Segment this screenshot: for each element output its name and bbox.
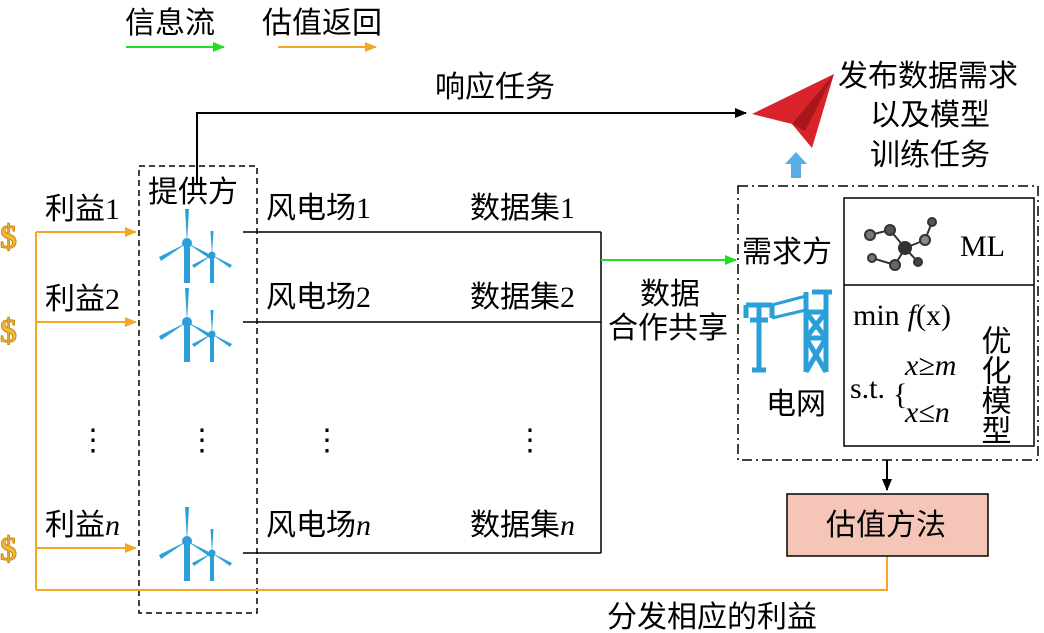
wind-turbine-icon-2 bbox=[159, 288, 232, 362]
dollar-icon-2: $ bbox=[0, 313, 17, 350]
ml-label: ML bbox=[960, 230, 1005, 263]
opt-constraint-1: x≥m bbox=[904, 349, 956, 382]
distribute-label: 分发相应的利益 bbox=[607, 600, 817, 633]
dataset-label-n: 数据集n bbox=[470, 508, 575, 543]
distribute-return-line bbox=[36, 556, 888, 591]
profit-label-1: 利益1 bbox=[45, 192, 120, 227]
dataset-label-1: 数据集1 bbox=[470, 191, 575, 226]
valuation-label: 估值方法 bbox=[826, 508, 946, 543]
sharing-label-line-1: 数据 bbox=[640, 277, 700, 312]
dollar-icon-1: $ bbox=[0, 219, 17, 256]
neural-network-icon bbox=[864, 217, 937, 271]
valuation-box bbox=[786, 493, 989, 557]
model-box bbox=[843, 197, 1035, 447]
up-arrow-icon bbox=[785, 152, 807, 178]
legend-info-flow-label: 信息流 bbox=[125, 6, 215, 41]
profit-label-n: 利益n bbox=[45, 508, 120, 543]
demand-label: 需求方 bbox=[742, 235, 832, 270]
ellipsis-dataset: ⋮ bbox=[515, 424, 545, 457]
wind-turbine-icon-1 bbox=[159, 209, 232, 283]
legend-value-return-label: 估值返回 bbox=[262, 6, 382, 41]
opt-st-label: s.t. bbox=[850, 372, 885, 405]
paper-plane-icon bbox=[752, 74, 834, 148]
opt-constraint-2: x≤n bbox=[904, 396, 950, 429]
publish-line-1: 发布数据需求 bbox=[838, 59, 1018, 94]
opt-brace: { bbox=[893, 378, 907, 411]
opt-model-vertical-label: 优化模型 bbox=[976, 325, 1012, 445]
dollar-icon-n: $ bbox=[0, 531, 17, 568]
wind-turbine-icon-n bbox=[159, 507, 232, 581]
publish-line-3: 训练任务 bbox=[870, 138, 990, 173]
ellipsis-provider: ⋮ bbox=[187, 424, 217, 457]
wind-farm-label-2: 风电场2 bbox=[266, 280, 371, 315]
power-tower-icon bbox=[743, 289, 832, 374]
sharing-label-line-2: 合作共享 bbox=[608, 311, 728, 346]
wind-farm-label-1: 风电场1 bbox=[266, 191, 371, 226]
wind-farm-label-n: 风电场n bbox=[266, 508, 371, 543]
profit-label-2: 利益2 bbox=[45, 282, 120, 317]
grid-label: 电网 bbox=[766, 387, 826, 422]
respond-task-label: 响应任务 bbox=[435, 70, 555, 105]
ellipsis-profit: ⋮ bbox=[78, 424, 108, 457]
dataset-label-2: 数据集2 bbox=[470, 280, 575, 315]
provider-box bbox=[138, 165, 258, 614]
respond-task-arrow bbox=[196, 108, 747, 185]
publish-line-2: 以及模型 bbox=[870, 98, 990, 133]
ellipsis-farm: ⋮ bbox=[312, 424, 342, 457]
provider-label: 提供方 bbox=[148, 175, 238, 210]
